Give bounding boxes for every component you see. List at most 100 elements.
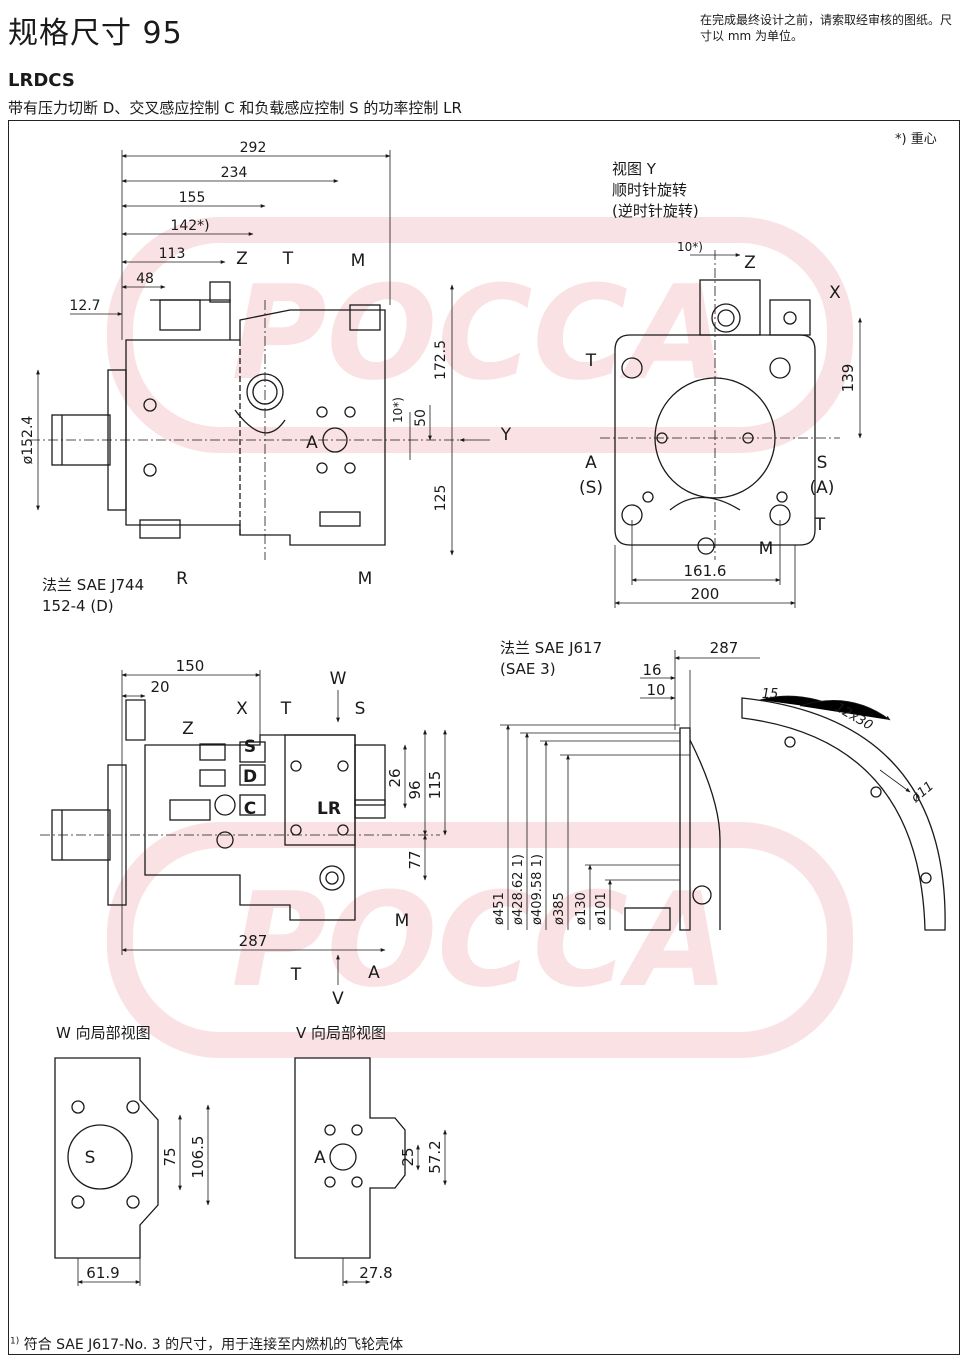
view-y-rotation-cw: 顺时针旋转 [612, 181, 687, 199]
page-subtitle: 带有压力切断 D、交叉感应控制 C 和负载感应控制 S 的功率控制 LR [8, 99, 462, 117]
view-y-rotation-ccw: (逆时针旋转) [612, 202, 699, 220]
flange-j617-label: 法兰 SAE J617 [500, 639, 602, 657]
view-y-centerlines [600, 250, 840, 560]
dim-96: 96 [406, 780, 424, 799]
dim-142: 142*) [170, 218, 209, 234]
view-y-labels: 视图 Y 顺时针旋转 (逆时针旋转) *) 重心 10*) 139 161.6 … [579, 131, 937, 603]
port-t1-label: T [585, 351, 597, 371]
dim-139: 139 [839, 364, 857, 393]
port-x-label: X [829, 283, 841, 303]
dim-dia-451: ø451 [492, 892, 507, 925]
watermark-logo: POCCA POCCA [107, 217, 853, 1058]
dim-113: 113 [159, 246, 186, 262]
drawing-frame [8, 120, 960, 1355]
dim-50: 50 [413, 409, 429, 427]
dim-292: 292 [240, 140, 267, 156]
port-r-label: R [176, 569, 188, 589]
watermark-text: POCCA [231, 257, 728, 409]
dim-125: 125 [433, 485, 449, 512]
dim-234: 234 [221, 165, 248, 181]
dim-161-6: 161.6 [684, 562, 727, 580]
dim-16: 16 [642, 661, 661, 679]
dim-287: 287 [710, 639, 739, 657]
port-t2-label: T [814, 515, 826, 535]
w-view-title: W 向局部视图 [56, 1024, 151, 1042]
port-m1-label: M [358, 569, 373, 589]
footnote: 1) 符合 SAE J617-No. 3 的尺寸，用于连接至内燃机的飞轮壳体 [10, 1334, 403, 1354]
port-x-label: X [236, 699, 248, 719]
port-a-alt-label: (A) [810, 478, 835, 498]
dim-10: 10 [646, 681, 665, 699]
port-m-label: M [351, 251, 366, 271]
angle-15: 15 [762, 687, 779, 702]
port-z-label: Z [236, 249, 248, 269]
dim-115: 115 [426, 771, 444, 800]
flange-j744-size: 152-4 (D) [42, 597, 114, 615]
dim-10: 10*) [391, 397, 405, 423]
view-v-marker: V [332, 989, 344, 1009]
footnote-mark: 1) [10, 1336, 20, 1347]
dim-dia-101: ø101 [594, 892, 609, 925]
flywheel-flange-dimensions [500, 650, 911, 930]
v-view-dimensions [342, 1129, 447, 1286]
flange-j744-label: 法兰 SAE J744 [42, 576, 144, 594]
v-view-labels: V 向局部视图 A 25 57.2 27.8 [296, 1024, 444, 1282]
side-view-centerlines [30, 300, 460, 560]
dim-61-9: 61.9 [86, 1264, 119, 1282]
view-y-dimensions [614, 253, 862, 608]
v-view-drawing [294, 1057, 406, 1259]
port-m-label: M [759, 539, 774, 559]
valve-lr-label: LR [317, 799, 341, 819]
dim-dia-428-62: ø428.62 1) [511, 854, 526, 925]
dim-12-7: 12.7 [69, 298, 100, 314]
view-w-marker: W [330, 669, 347, 689]
w-view-labels: W 向局部视图 S 75 106.5 61.9 [56, 1024, 207, 1282]
dim-106-5: 106.5 [189, 1136, 207, 1179]
valve-s-label: S [244, 737, 256, 757]
port-s-label: S [85, 1148, 96, 1168]
flywheel-flange-drawing [624, 697, 946, 931]
view-y-title: 视图 Y [612, 160, 657, 178]
model-code: LRDCS [8, 70, 75, 91]
view-y-marker: Y [500, 425, 512, 445]
watermark-text: POCCA [231, 864, 728, 1016]
dim-200: 200 [691, 585, 720, 603]
dim-26: 26 [386, 768, 404, 787]
w-view-dimensions [77, 1104, 210, 1286]
design-note: 在完成最终设计之前，请索取经审核的图纸。尺寸以 mm 为单位。 [700, 13, 953, 43]
dim-75: 75 [161, 1147, 179, 1166]
port-a-label: A [585, 453, 597, 473]
v-view-title: V 向局部视图 [296, 1024, 386, 1042]
dim-150: 150 [176, 657, 205, 675]
top-view-labels: 150 20 26 96 115 77 287 W X T S Z S D C … [150, 657, 444, 1009]
dim-172-5: 172.5 [433, 340, 449, 380]
port-s-alt-label: (S) [579, 478, 603, 498]
page-title: 规格尺寸 95 [8, 16, 183, 51]
center-of-gravity-note: *) 重心 [895, 131, 937, 147]
dim-10-star: 10*) [677, 240, 703, 254]
valve-d-label: D [243, 767, 257, 787]
dim-dia-409-58: ø409.58 1) [530, 854, 545, 925]
dim-dia-152-4: ø152.4 [20, 416, 36, 465]
port-s-label: S [817, 453, 828, 473]
dim-dia-11: ø11 [908, 779, 937, 807]
dim-dia-130: ø130 [574, 892, 589, 925]
valve-c-label: C [244, 799, 256, 819]
dim-287: 287 [239, 932, 268, 950]
port-z-label: Z [182, 719, 194, 739]
port-t1-label: T [290, 965, 302, 985]
flange-j617-class: (SAE 3) [500, 660, 556, 678]
port-s-label: S [355, 699, 366, 719]
dim-27-8: 27.8 [359, 1264, 392, 1282]
w-view-drawing [54, 1057, 159, 1259]
dim-48: 48 [136, 271, 154, 287]
port-m-label: M [395, 911, 410, 931]
footnote-text: 符合 SAE J617-No. 3 的尺寸，用于连接至内燃机的飞轮壳体 [19, 1337, 404, 1353]
side-view-labels: 292 234 155 142*) 113 48 12.7 172.5 10*)… [20, 140, 512, 615]
port-a-label: A [368, 963, 380, 983]
flywheel-flange-labels: 法兰 SAE J617 (SAE 3) 287 16 10 15 12x30 ø… [492, 639, 937, 925]
dim-dia-385: ø385 [552, 892, 567, 925]
dim-20: 20 [150, 678, 169, 696]
port-t2-label: T [280, 699, 292, 719]
